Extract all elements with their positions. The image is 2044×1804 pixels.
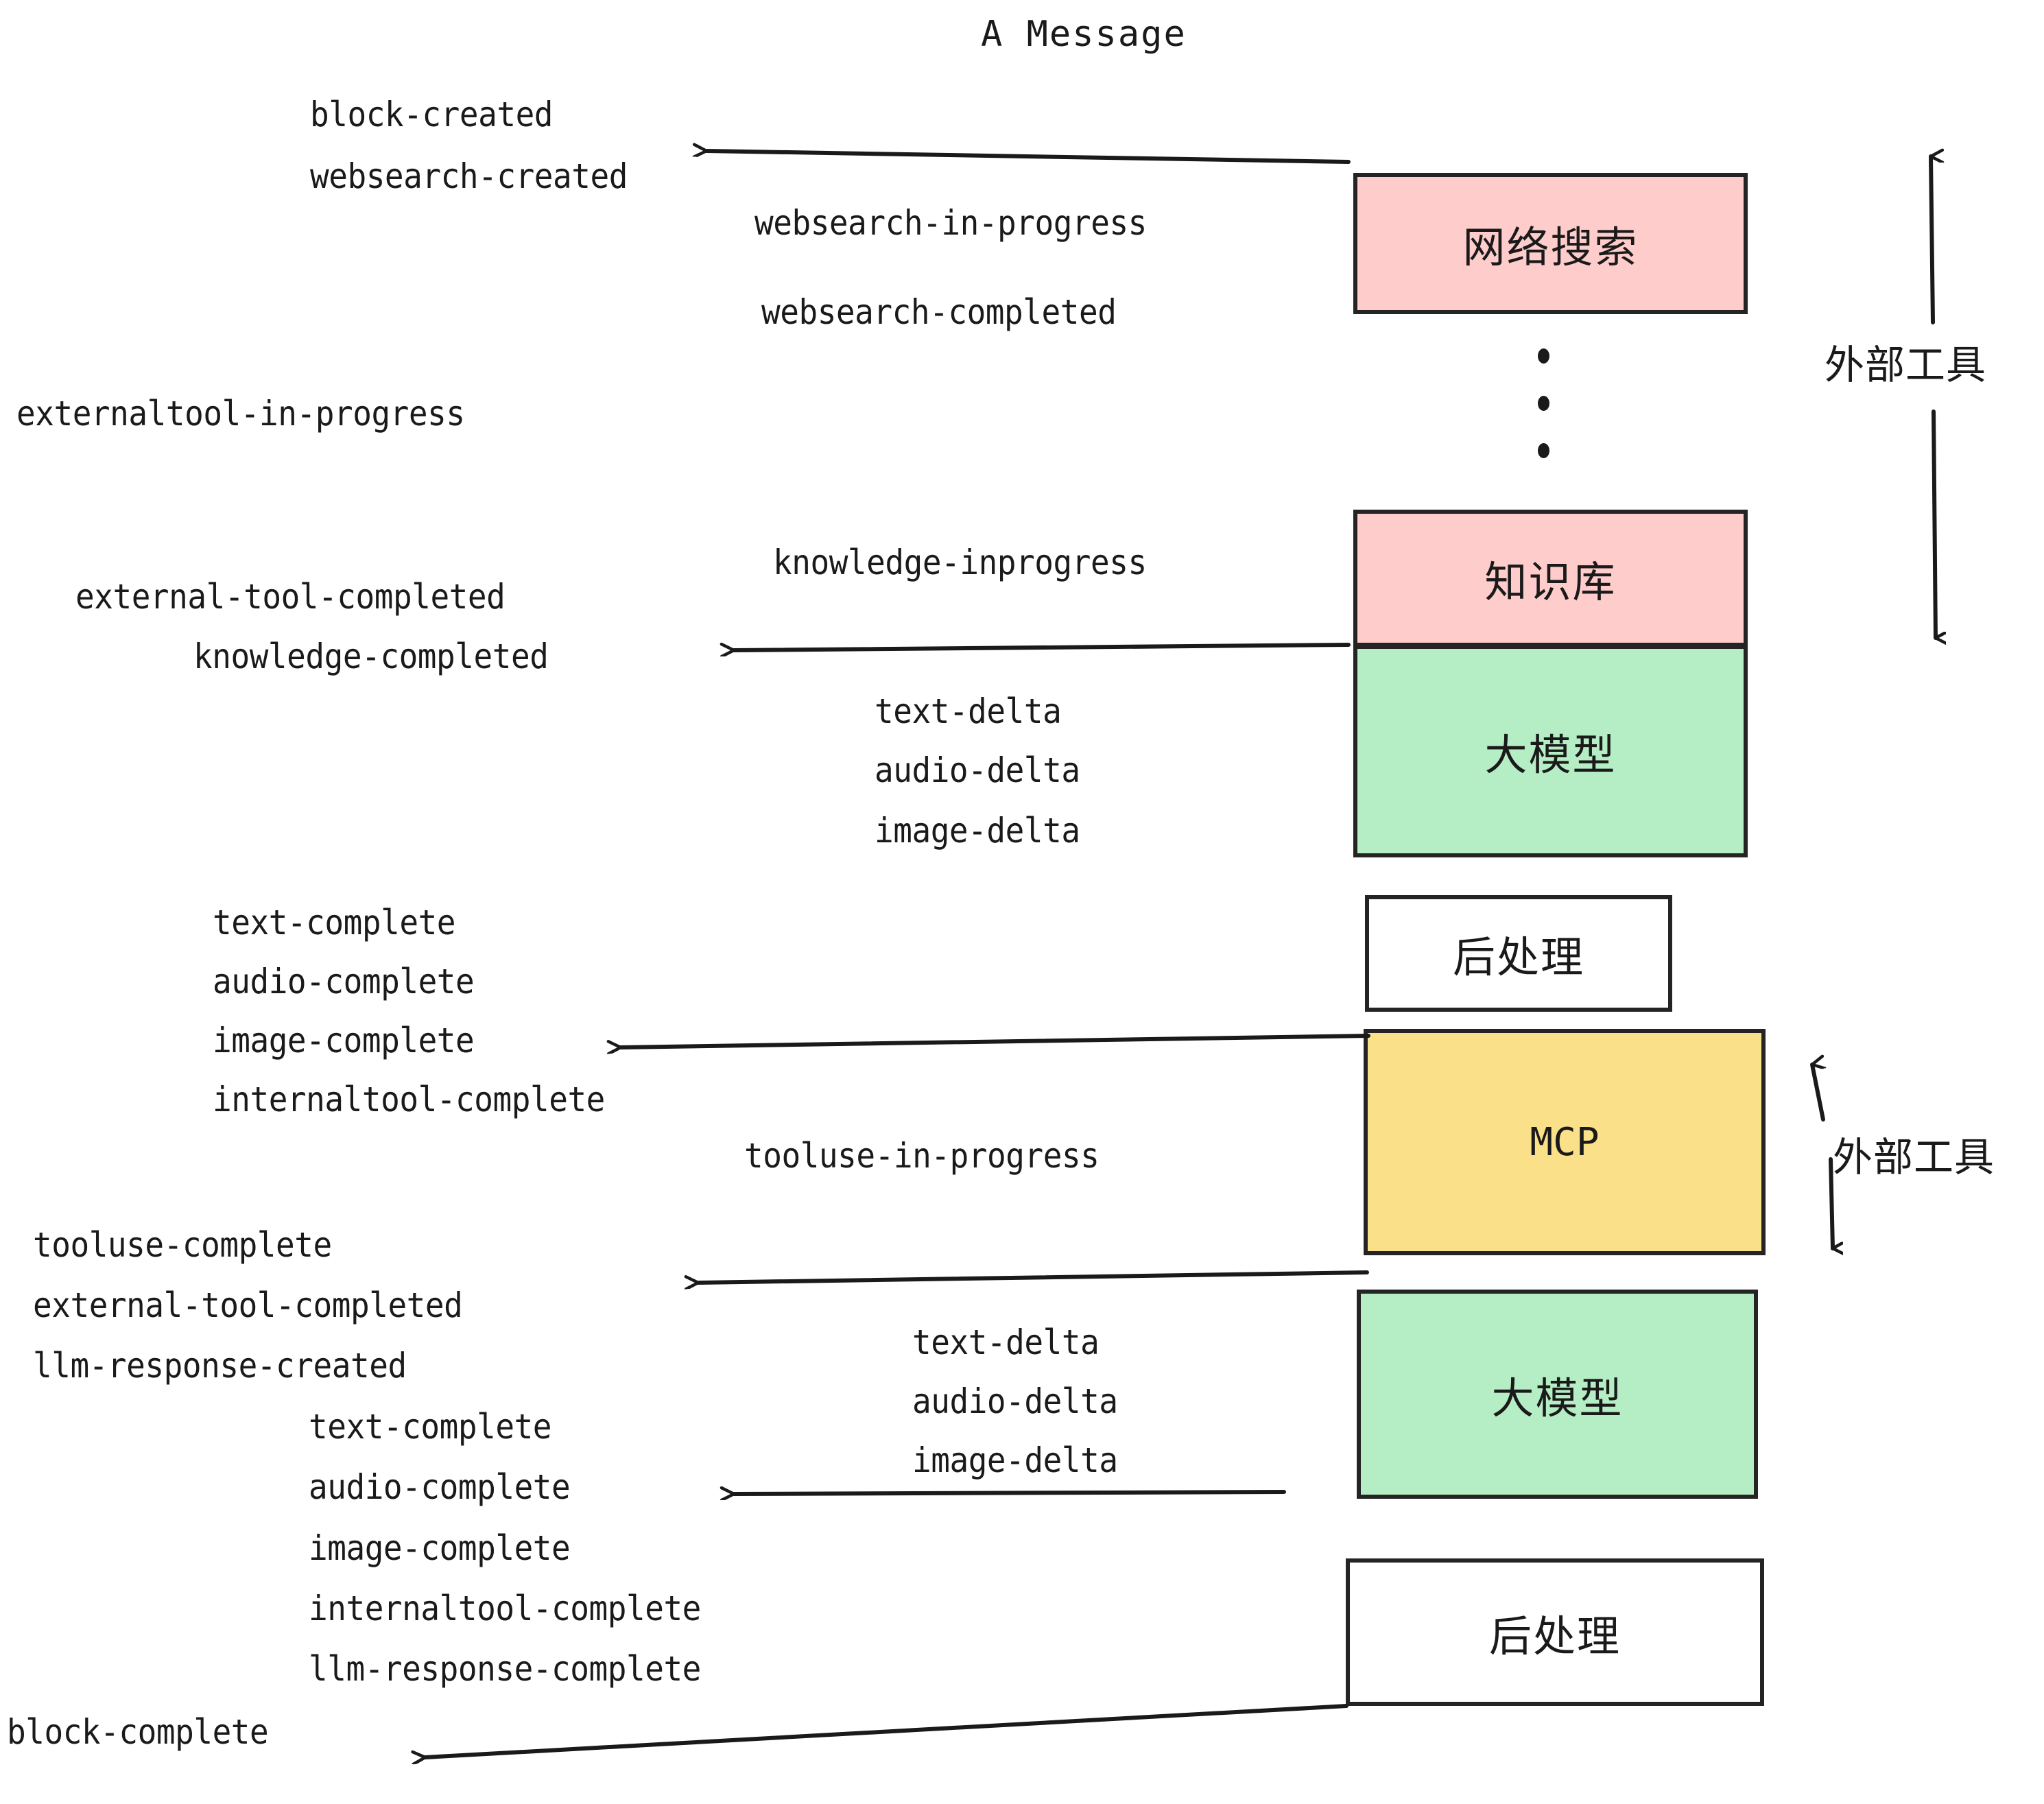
ellipsis-dot <box>1537 348 1549 364</box>
event-image-complete-1: image-complete <box>213 1021 475 1060</box>
node-mcp[interactable]: MCP <box>1364 1029 1766 1255</box>
event-internaltool-complete-1: internaltool-complete <box>213 1080 605 1119</box>
event-knowledge-completed: knowledge-completed <box>193 637 549 676</box>
node-postprocess-1[interactable]: 后处理 <box>1365 895 1672 1012</box>
event-text-delta-2: text-delta <box>912 1322 1100 1362</box>
event-block-created: block-created <box>310 95 554 134</box>
node-websearch-label: 网络搜索 <box>1462 222 1639 272</box>
event-internaltool-complete-2: internaltool-complete <box>309 1589 701 1628</box>
event-audio-complete-2: audio-complete <box>309 1467 571 1507</box>
arrow-postprocess2-to-block-complete <box>425 1704 1348 1757</box>
ellipsis-dot <box>1537 396 1549 411</box>
ellipsis-dot <box>1537 443 1549 458</box>
node-llm-2-label: 大模型 <box>1491 1373 1624 1423</box>
event-externaltool-in-progress: externaltool-in-progress <box>16 394 465 434</box>
arrow-external-tools-top-down <box>1932 410 1936 638</box>
node-postprocess-2-label: 后处理 <box>1488 1611 1621 1661</box>
side-label-external-tools-bottom: 外部工具 <box>1833 1134 1995 1180</box>
event-text-complete-1: text-complete <box>213 903 456 942</box>
event-external-tool-completed-1: external-tool-completed <box>75 577 506 617</box>
event-websearch-created: websearch-created <box>310 156 628 196</box>
node-websearch[interactable]: 网络搜索 <box>1353 173 1748 314</box>
event-knowledge-inprogress: knowledge-inprogress <box>773 543 1147 582</box>
event-external-tool-completed-2: external-tool-completed <box>33 1285 463 1325</box>
event-image-complete-2: image-complete <box>309 1528 571 1568</box>
event-audio-delta-1: audio-delta <box>875 750 1080 790</box>
side-label-external-tools-top: 外部工具 <box>1825 342 1987 388</box>
event-image-delta-2: image-delta <box>912 1440 1118 1480</box>
event-tooluse-complete: tooluse-complete <box>33 1225 332 1265</box>
node-knowledge-label: 知识库 <box>1484 557 1617 607</box>
arrow-postprocess-to-image-complete <box>621 1034 1370 1047</box>
event-websearch-completed: websearch-completed <box>761 292 1117 332</box>
arrow-llm2-to-audio-complete <box>734 1492 1286 1494</box>
node-postprocess-1-label: 后处理 <box>1452 932 1584 982</box>
event-text-complete-2: text-complete <box>309 1407 552 1447</box>
event-audio-complete-1: audio-complete <box>213 962 475 1001</box>
event-llm-response-complete: llm-response-complete <box>309 1649 701 1689</box>
event-tooluse-in-progress: tooluse-in-progress <box>744 1136 1100 1176</box>
node-mcp-label: MCP <box>1530 1119 1600 1165</box>
event-text-delta-1: text-delta <box>875 691 1062 731</box>
event-llm-response-created: llm-response-created <box>33 1346 407 1386</box>
node-llm-1[interactable]: 大模型 <box>1353 645 1748 857</box>
arrow-external-tools-bottom-up <box>1810 1065 1823 1121</box>
event-audio-delta-2: audio-delta <box>912 1381 1118 1421</box>
node-llm-1-label: 大模型 <box>1484 730 1617 780</box>
arrow-knowledge-to-knowledge-completed <box>734 645 1351 650</box>
arrow-websearch-to-block-created <box>706 151 1351 164</box>
node-knowledge[interactable]: 知识库 <box>1353 510 1748 647</box>
arrow-mcp-to-tooluse-complete <box>698 1270 1369 1283</box>
page-title: A Message <box>981 14 1187 55</box>
event-block-complete: block-complete <box>7 1712 269 1752</box>
node-postprocess-2[interactable]: 后处理 <box>1346 1558 1764 1706</box>
node-llm-2[interactable]: 大模型 <box>1357 1290 1758 1499</box>
arrow-external-tools-top-up <box>1929 156 1933 324</box>
event-websearch-in-progress: websearch-in-progress <box>754 203 1147 243</box>
vertical-ellipsis <box>1536 348 1550 458</box>
event-image-delta-1: image-delta <box>875 811 1080 851</box>
